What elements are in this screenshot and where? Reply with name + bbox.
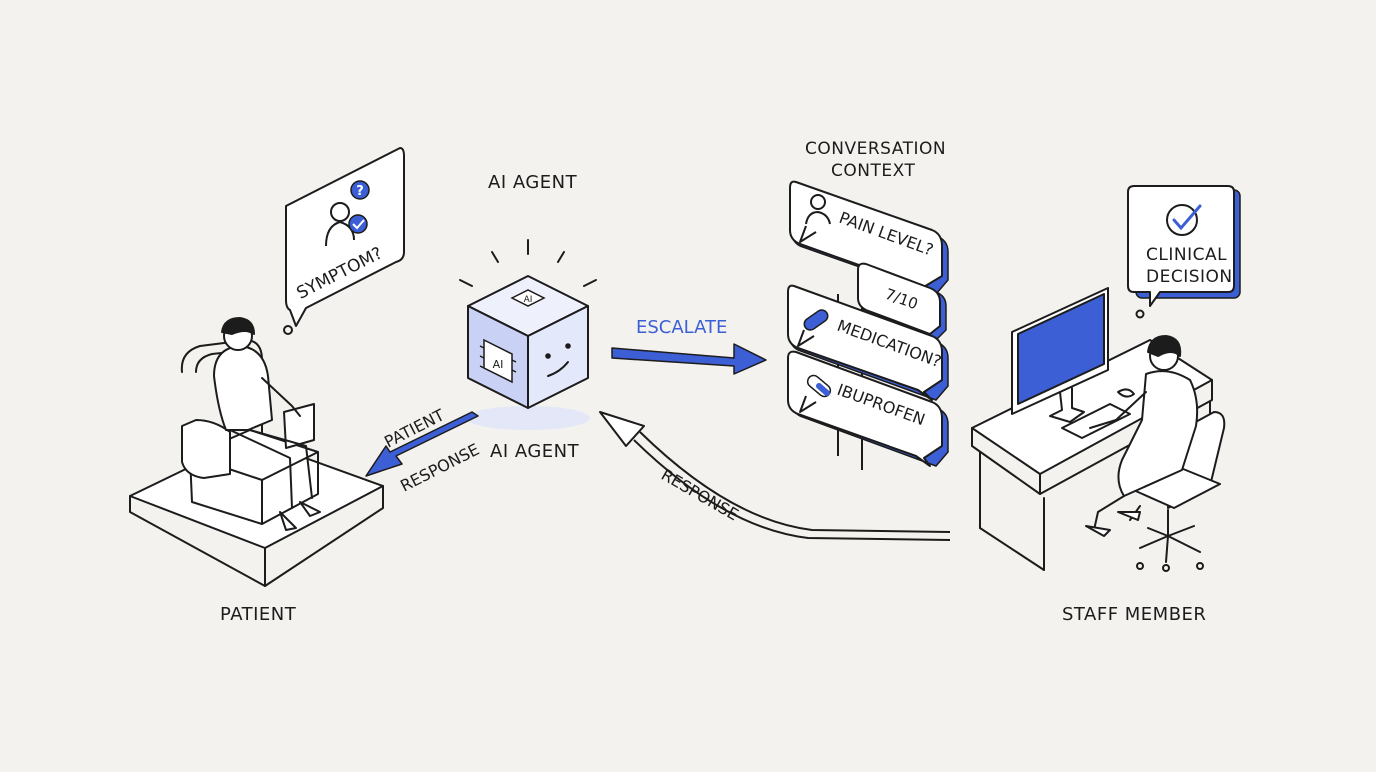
svg-text:AI: AI <box>524 295 533 305</box>
capsule-icon <box>806 374 832 398</box>
svg-text:?: ? <box>356 184 364 199</box>
check-icon <box>348 214 368 234</box>
pill-icon <box>803 309 829 331</box>
staff-figure <box>971 287 1226 572</box>
question-mark-icon: ? <box>350 180 370 200</box>
message-pain-level: PAIN LEVEL? <box>789 180 949 297</box>
symptom-person-icon <box>325 202 355 247</box>
context-title-line2: CONTEXT <box>831 161 916 181</box>
user-icon <box>805 194 831 225</box>
message-ibuprofen: IBUPROFEN <box>787 350 949 467</box>
escalate-arrow <box>611 343 767 375</box>
response-return-arrow <box>599 411 951 541</box>
smiley-face-icon <box>545 343 571 377</box>
staff-member-label: STAFF MEMBER <box>1062 604 1207 625</box>
patient-response-arrow <box>365 411 479 477</box>
ai-agent-label-bottom: AI AGENT <box>490 441 580 462</box>
response-label: RESPONSE <box>658 465 742 524</box>
escalate-label: ESCALATE <box>636 317 727 338</box>
checkmark-circle-icon <box>1166 204 1202 236</box>
context-title-line1: CONVERSATION <box>805 139 947 159</box>
patient-label: PATIENT <box>220 604 297 625</box>
clinical-decision-line1: CLINICAL <box>1146 245 1228 265</box>
patient-figure <box>129 317 384 587</box>
conversation-context-stack: PAIN LEVEL? 7/10 MEDICATION? IBUPROFEN <box>787 180 949 470</box>
ai-agent-label-top: AI AGENT <box>488 172 578 193</box>
clinical-decision-line2: DECISION <box>1146 267 1233 287</box>
ai-chip-icon: AI <box>510 289 546 307</box>
ai-processor-icon: AI <box>479 338 517 384</box>
svg-text:AI: AI <box>493 358 504 371</box>
staff-thought-bubble <box>1127 185 1241 319</box>
message-medication: MEDICATION? <box>787 284 949 401</box>
symptom-thought-bubble: ? SYMPTOM? <box>283 147 405 335</box>
ai-agent-cube: AI AI <box>459 239 597 430</box>
